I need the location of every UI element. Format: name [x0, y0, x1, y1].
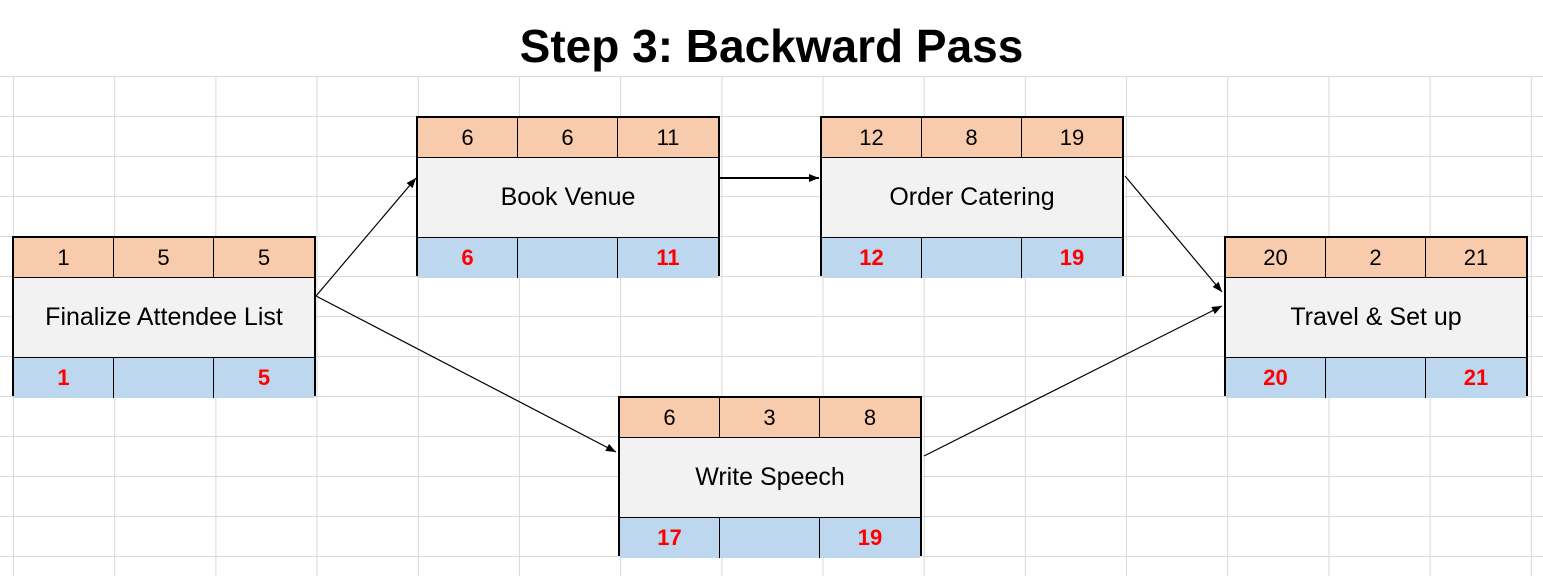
- task-name: Finalize Attendee List: [14, 278, 314, 358]
- early-start: 12: [822, 118, 922, 158]
- arrow-speech-to-travel: [923, 305, 1223, 457]
- late-finish: 19: [820, 518, 920, 558]
- early-start: 6: [620, 398, 720, 438]
- late-start: 12: [822, 238, 922, 278]
- task-node-order-catering: 12 8 19 Order Catering 12 19: [820, 116, 1124, 278]
- late-finish: 5: [214, 358, 314, 398]
- task-node-write-speech: 6 3 8 Write Speech 17 19: [618, 396, 922, 558]
- late-start: 6: [418, 238, 518, 278]
- duration: 2: [1326, 238, 1426, 278]
- arrow-finalize-to-venue: [315, 177, 417, 297]
- duration: 8: [922, 118, 1022, 158]
- early-start: 1: [14, 238, 114, 278]
- late-start: 1: [14, 358, 114, 398]
- task-node-finalize-attendee-list: 1 5 5 Finalize Attendee List 1 5: [12, 236, 316, 398]
- slack: [114, 358, 214, 398]
- late-finish: 11: [618, 238, 718, 278]
- duration: 6: [518, 118, 618, 158]
- early-finish: 19: [1022, 118, 1122, 158]
- early-start: 6: [418, 118, 518, 158]
- task-name: Travel & Set up: [1226, 278, 1526, 358]
- early-finish: 5: [214, 238, 314, 278]
- early-finish: 8: [820, 398, 920, 438]
- diagram-title: Step 3: Backward Pass: [519, 20, 1024, 72]
- early-finish: 21: [1426, 238, 1526, 278]
- late-start: 20: [1226, 358, 1326, 398]
- title-band: [0, 0, 1543, 77]
- task-node-travel-set-up: 20 2 21 Travel & Set up 20 21: [1224, 236, 1528, 398]
- early-finish: 11: [618, 118, 718, 158]
- early-start: 20: [1226, 238, 1326, 278]
- arrow-finalize-to-speech: [315, 295, 617, 453]
- task-name: Order Catering: [822, 158, 1122, 238]
- duration: 3: [720, 398, 820, 438]
- duration: 5: [114, 238, 214, 278]
- late-finish: 21: [1426, 358, 1526, 398]
- slack: [1326, 358, 1426, 398]
- arrow-catering-to-travel: [1124, 175, 1223, 293]
- late-finish: 19: [1022, 238, 1122, 278]
- slack: [720, 518, 820, 558]
- task-name: Write Speech: [620, 438, 920, 518]
- task-name: Book Venue: [418, 158, 718, 238]
- slack: [922, 238, 1022, 278]
- late-start: 17: [620, 518, 720, 558]
- task-node-book-venue: 6 6 11 Book Venue 6 11: [416, 116, 720, 278]
- slack: [518, 238, 618, 278]
